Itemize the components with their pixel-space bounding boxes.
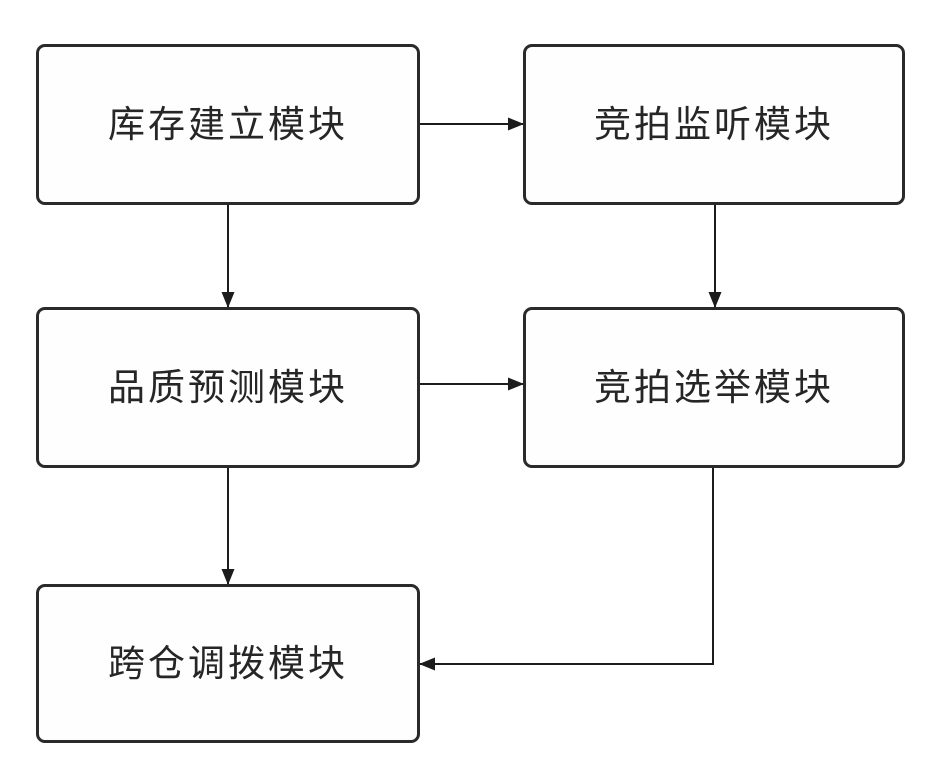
node-auction-elect-label: 竞拍选举模块 bbox=[594, 367, 834, 408]
node-quality-predict-label: 品质预测模块 bbox=[108, 367, 348, 408]
node-auction-elect: 竞拍选举模块 bbox=[523, 307, 905, 468]
node-auction-listen-label: 竞拍监听模块 bbox=[594, 104, 834, 145]
node-cross-warehouse-label: 跨仓调拨模块 bbox=[108, 643, 348, 684]
edge-auction-elect-to-cross-warehouse bbox=[419, 468, 714, 671]
node-inventory-label: 库存建立模块 bbox=[108, 104, 348, 145]
node-quality-predict: 品质预测模块 bbox=[36, 307, 420, 468]
node-inventory: 库存建立模块 bbox=[36, 44, 420, 205]
node-cross-warehouse: 跨仓调拨模块 bbox=[36, 584, 420, 743]
node-auction-listen: 竞拍监听模块 bbox=[523, 44, 905, 205]
